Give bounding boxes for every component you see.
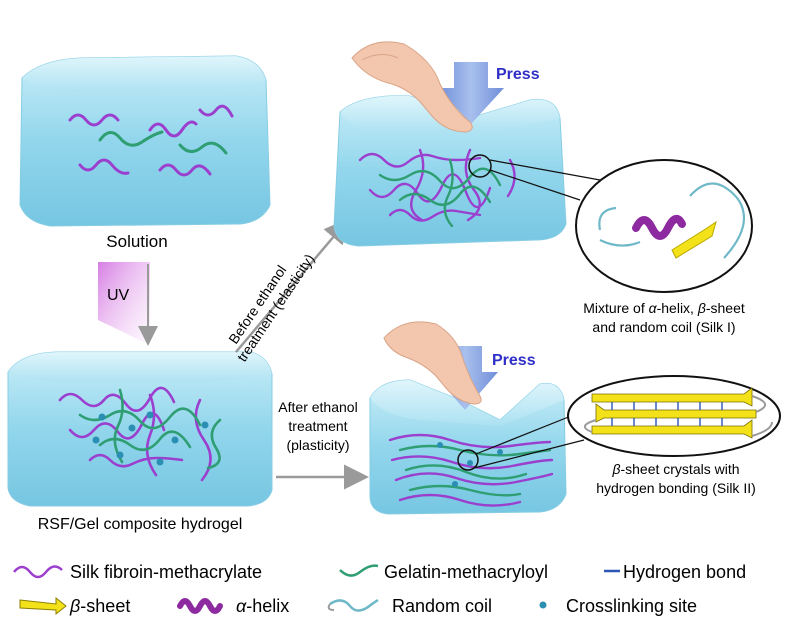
press-label-top: Press (496, 66, 540, 83)
crosslink-icon (539, 601, 547, 609)
press-label-bottom: Press (492, 352, 536, 369)
zoom-circle-bottom (457, 449, 479, 471)
svg-text:hydrogen bonding (Silk II): hydrogen bonding (Silk II) (596, 480, 756, 496)
legend-hbond: Hydrogen bond (604, 562, 746, 582)
plastic-gel (369, 379, 567, 515)
zoom-circle-top (468, 154, 492, 178)
legend-silk-fibroin: Silk fibroin-methacrylate (13, 562, 262, 582)
hand-bottom (383, 321, 482, 405)
legend-beta-sheet: β-sheet (19, 596, 130, 616)
svg-text:Silk fibroin-methacrylate: Silk fibroin-methacrylate (70, 562, 262, 582)
coil-ends (584, 395, 773, 437)
gelatin-icon (339, 564, 379, 577)
svg-text:After ethanol: After ethanol (278, 399, 357, 415)
alpha-helix-shape (632, 214, 686, 240)
press-arrow-top: Press (438, 62, 540, 124)
uv-beam: UV (98, 262, 158, 346)
legend-alpha-helix: α-helix (177, 596, 289, 616)
elastic-gel (333, 95, 567, 247)
silk2-caption: β-sheet crystals with hydrogen bonding (… (596, 461, 756, 496)
silk-fibroin-icon (13, 565, 63, 579)
beta-sheet-shape (671, 220, 717, 259)
hand-top (351, 41, 473, 133)
silk1-caption: Mixture of α-helix, β-sheet and random c… (583, 300, 745, 335)
solution-gel (19, 55, 271, 227)
svg-text:Hydrogen bond: Hydrogen bond (623, 562, 746, 582)
svg-text:Gelatin-methacryloyl: Gelatin-methacryloyl (384, 562, 548, 582)
composite-hydrogel-gel (7, 351, 273, 507)
alpha-helix-icon (177, 598, 223, 614)
legend-gelatin: Gelatin-methacryloyl (339, 562, 548, 582)
before-ethanol-label: Before ethanol treatment (elasticity) (225, 251, 317, 364)
svg-text:β-sheet crystals with: β-sheet crystals with (611, 461, 739, 477)
zoom-line-top-b (489, 159, 601, 181)
svg-text:Mixture of α-helix, β-sheet: Mixture of α-helix, β-sheet (583, 300, 745, 316)
svg-text:Crosslinking site: Crosslinking site (566, 596, 697, 616)
legend-random-coil: Random coil (327, 596, 492, 616)
uv-label: UV (107, 287, 130, 304)
zoom-line-bottom-a (475, 413, 577, 455)
svg-text:α-helix: α-helix (236, 596, 289, 616)
zoom-line-bottom-b (473, 439, 585, 469)
svg-text:Random coil: Random coil (392, 596, 492, 616)
random-coil-icon (329, 598, 379, 612)
svg-text:(plasticity): (plasticity) (286, 437, 349, 453)
beta-strand-1 (591, 387, 753, 407)
beta-sheet-icon (19, 596, 67, 616)
zoom-line-top-a (489, 169, 581, 201)
beta-strand-3 (591, 419, 753, 439)
hydrogel-label: RSF/Gel composite hydrogel (38, 516, 243, 533)
svg-text:treatment: treatment (288, 418, 347, 434)
after-ethanol-label: After ethanol treatment (plasticity) (278, 399, 357, 453)
solution-label: Solution (106, 232, 167, 251)
legend: Silk fibroin-methacrylate Gelatin-methac… (13, 562, 746, 616)
hydrogen-bonds (611, 402, 723, 426)
svg-text:β-sheet: β-sheet (69, 596, 130, 616)
silk1-bubble (575, 159, 753, 293)
beta-strand-2 (595, 403, 757, 423)
random-coil-shape (598, 182, 746, 259)
before-ethanol-arrow (235, 218, 350, 353)
svg-text:and random coil (Silk I): and random coil (Silk I) (592, 319, 735, 335)
silk2-bubble (567, 375, 781, 457)
legend-crosslink: Crosslinking site (539, 596, 697, 616)
